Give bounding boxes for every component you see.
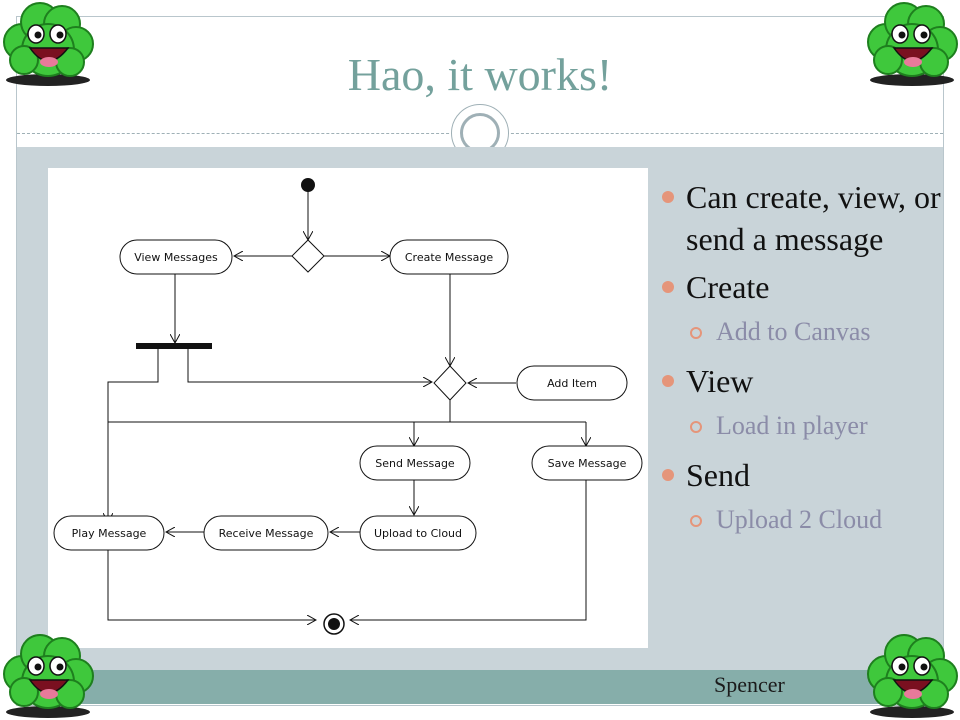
bullet-dot-icon: [662, 469, 674, 481]
node-view-messages: View Messages: [134, 251, 218, 264]
node-create-message: Create Message: [405, 251, 493, 264]
green-smiley-icon: [867, 2, 958, 86]
bullet-ring-icon: [690, 421, 702, 433]
footer-author: Spencer: [714, 672, 785, 697]
green-smiley-icon: [3, 634, 94, 718]
bullet-dot-icon: [662, 375, 674, 387]
bullet-item: View: [662, 360, 942, 402]
bullet-item: Send: [662, 454, 942, 496]
bullet-ring-icon: [690, 515, 702, 527]
node-upload-to-cloud: Upload to Cloud: [374, 527, 462, 540]
bullet-dot-icon: [662, 281, 674, 293]
bullet-ring-icon: [690, 327, 702, 339]
node-play-message: Play Message: [72, 527, 147, 540]
subbullet-item: Add to Canvas: [662, 314, 942, 350]
activity-diagram: View Messages Create Message Add Item Se…: [48, 168, 648, 648]
bullet-dot-icon: [662, 191, 674, 203]
subbullet-item: Load in player: [662, 408, 942, 444]
bullet-item: Create: [662, 266, 942, 308]
node-receive-message: Receive Message: [219, 527, 314, 540]
subbullet-item: Upload 2 Cloud: [662, 502, 942, 538]
bullet-list: Can create, view, or send a message Crea…: [662, 176, 942, 548]
footer-bar: [17, 670, 943, 704]
node-save-message: Save Message: [548, 457, 627, 470]
green-smiley-icon: [867, 634, 958, 718]
green-smiley-icon: [3, 2, 94, 86]
slide-title: Hao, it works!: [347, 49, 613, 100]
node-add-item: Add Item: [547, 377, 597, 390]
node-send-message: Send Message: [375, 457, 455, 470]
bullet-item: Can create, view, or send a message: [662, 176, 942, 260]
